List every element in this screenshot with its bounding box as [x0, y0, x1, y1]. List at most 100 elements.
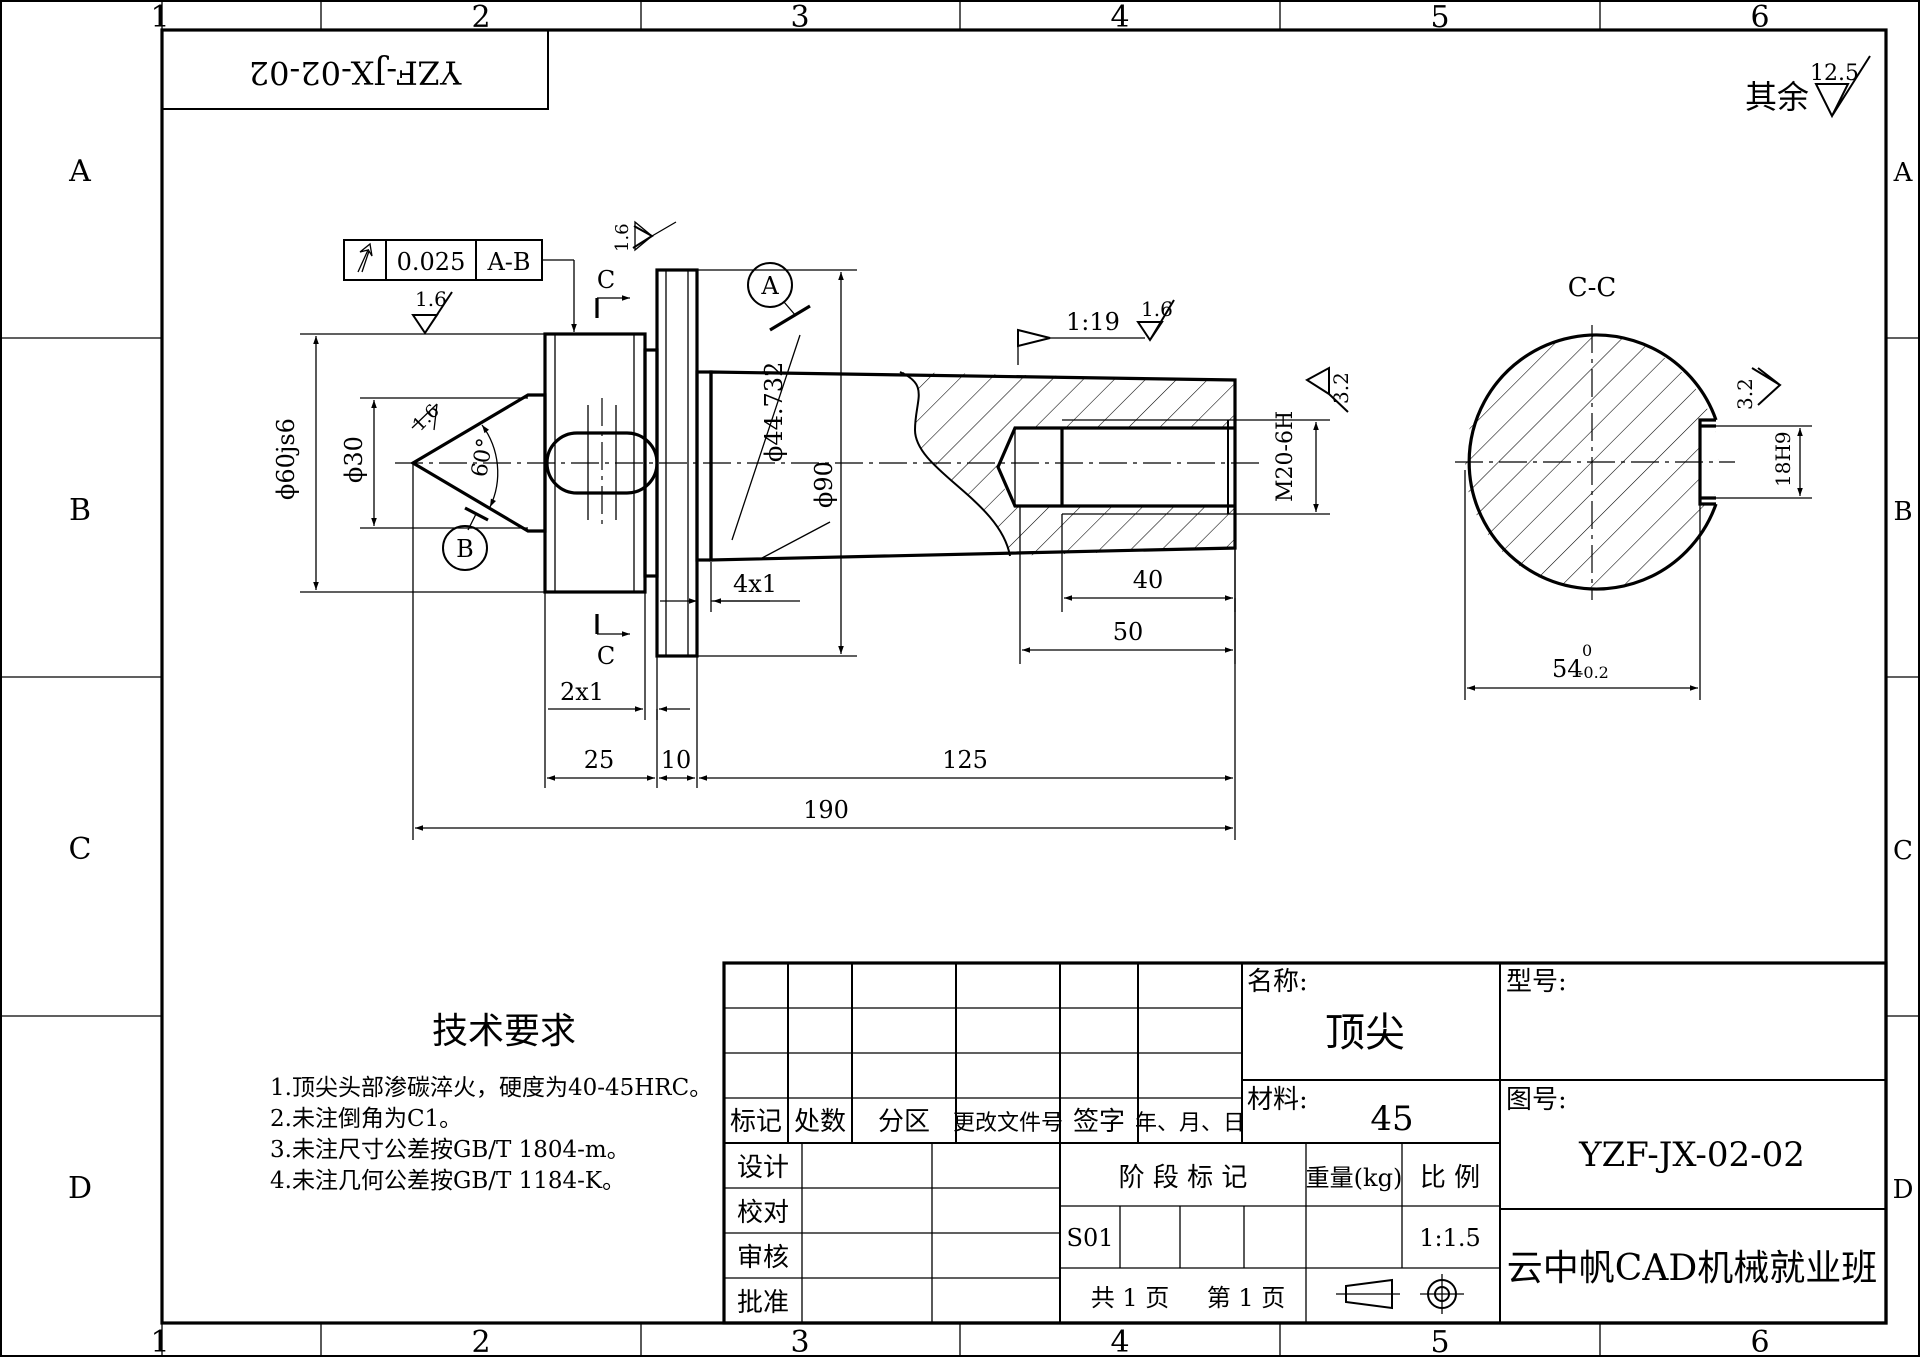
tb-rev-h2: 分区	[878, 1107, 930, 1137]
dim-dia-30: ϕ30	[340, 436, 368, 483]
tb-drawing-no-label: 图号:	[1506, 1085, 1567, 1115]
cut-label-top: C	[597, 266, 615, 294]
tb-rev-h3: 更改文件号	[953, 1111, 1063, 1136]
slot	[545, 431, 659, 495]
roughness-outer: 1.6	[415, 287, 447, 311]
zone-row-c: C	[69, 832, 92, 867]
zone-col-2-bottom: 2	[471, 1325, 490, 1357]
dim-key-18: 18H9	[1771, 431, 1795, 487]
zone-col-1: 1	[150, 0, 169, 35]
zone-row-d-right: D	[1893, 1175, 1914, 1205]
tb-stage-value: S01	[1067, 1224, 1114, 1252]
tb-scale-value: 1:1.5	[1419, 1224, 1481, 1252]
tb-role-1: 校对	[737, 1198, 789, 1228]
zone-row-b: B	[69, 493, 91, 528]
dim-4x1: 4x1	[733, 570, 777, 598]
roughness-cone: 1.6	[409, 400, 444, 435]
tb-sheet-current: 第 1 页	[1207, 1284, 1286, 1312]
part-front-view	[395, 268, 1260, 658]
tb-rev-h0: 标记	[730, 1107, 782, 1137]
roughness-default-value: 12.5	[1810, 61, 1859, 86]
zone-col-5: 5	[1430, 0, 1449, 35]
tol-datum: A-B	[486, 248, 530, 276]
dimensions: ϕ60js6 ϕ30 60° B 1.6 1.6 0.025 A-B 1.6	[272, 220, 1353, 840]
tb-role-2: 审核	[737, 1243, 789, 1273]
dim-len-25: 25	[584, 746, 615, 774]
taper-icon	[1017, 328, 1051, 348]
zone-row-d: D	[68, 1171, 92, 1206]
tb-rev-h4: 签字	[1073, 1107, 1125, 1137]
dim-2x1: 2x1	[560, 678, 604, 706]
tb-role-3: 批准	[737, 1288, 789, 1318]
tech-item-4: 4.未注几何公差按GB/T 1184-K。	[270, 1168, 626, 1194]
dim-len-40: 40	[1133, 566, 1164, 594]
zone-col-2: 2	[471, 0, 490, 35]
tb-drawing-no-value: YZF-JX-02-02	[1578, 1135, 1805, 1175]
cut-label-bottom: C	[597, 642, 615, 670]
zone-col-4-bottom: 4	[1110, 1325, 1129, 1357]
tech-item-1: 1.顶尖头部渗碳淬火，硬度为40-45HRC。	[270, 1075, 713, 1101]
break-line	[899, 371, 1011, 557]
section-title: C-C	[1568, 273, 1617, 303]
roughness-taper: 1.6	[1141, 297, 1173, 321]
zone-col-3: 3	[790, 0, 809, 35]
dim-thread: M20-6H	[1273, 411, 1298, 502]
tb-model-label: 型号:	[1506, 967, 1567, 997]
dim-len-125: 125	[942, 746, 988, 774]
tb-sheet-total: 共 1 页	[1091, 1284, 1170, 1312]
section-view-c-c: C-C 18H9 3.2 54 0 -0.2	[1455, 273, 1812, 700]
dim-width-54: 54	[1552, 655, 1583, 683]
zone-row-b-right: B	[1893, 497, 1912, 527]
tb-role-0: 设计	[737, 1153, 789, 1183]
zone-row-a-right: A	[1893, 158, 1914, 188]
zone-col-1-bottom: 1	[150, 1325, 169, 1357]
tb-stage-label: 阶 段 标 记	[1119, 1163, 1248, 1193]
rotated-code-box: YZF-JX-02-02	[161, 29, 549, 110]
tb-name-value: 顶尖	[1325, 1010, 1405, 1056]
tb-rev-h5: 年、月、日	[1135, 1111, 1245, 1136]
tb-rev-h1: 处数	[794, 1107, 846, 1137]
dim-dia-90: ϕ90	[810, 461, 838, 508]
taper-ratio: 1:19	[1066, 308, 1120, 336]
tb-scale-label: 比 例	[1420, 1163, 1480, 1193]
threaded-bore	[996, 426, 1235, 508]
zone-col-6: 6	[1750, 0, 1769, 35]
title-block: 名称: 顶尖 型号: 材料: 45 图号: YZF-JX-02-02 云中帆CA…	[722, 961, 1888, 1325]
tech-item-2: 2.未注倒角为C1。	[270, 1106, 463, 1132]
tol-value: 0.025	[397, 248, 466, 276]
tb-material-value: 45	[1370, 1099, 1413, 1139]
roughness-keyway: 3.2	[1733, 378, 1757, 410]
tb-material-label: 材料:	[1247, 1085, 1308, 1115]
dim-dia-44: ϕ44.732	[760, 362, 788, 462]
zone-row-c-right: C	[1893, 836, 1913, 866]
dim-len-190: 190	[803, 796, 849, 824]
dim-dia-60: ϕ60js6	[272, 418, 300, 500]
datum-b: B	[456, 535, 474, 563]
zone-col-3-bottom: 3	[790, 1325, 809, 1357]
tech-title: 技术要求	[432, 1011, 577, 1052]
tb-company: 云中帆CAD机械就业班	[1507, 1248, 1877, 1289]
technical-requirements: 技术要求 1.顶尖头部渗碳淬火，硬度为40-45HRC。 2.未注倒角为C1。 …	[270, 1014, 713, 1197]
dim-angle-60: 60°	[467, 436, 498, 479]
zone-col-4: 4	[1110, 0, 1129, 35]
dim-len-10: 10	[661, 746, 692, 774]
zone-col-6-bottom: 6	[1750, 1325, 1769, 1357]
datum-a: A	[760, 272, 779, 300]
runout-arrow-icon	[357, 242, 373, 273]
tb-weight-label: 重量(kg)	[1306, 1164, 1403, 1192]
roughness-flange: 1.6	[612, 223, 633, 252]
rotated-drawing-code: YZF-JX-02-02	[249, 54, 462, 92]
zone-col-5-bottom: 5	[1430, 1325, 1449, 1357]
dim-tol-upper: 0	[1582, 641, 1592, 660]
general-roughness: 其余 12.5	[1745, 55, 1871, 119]
zone-row-a: A	[68, 154, 91, 189]
dim-tol-lower: -0.2	[1578, 663, 1609, 682]
tb-name-label: 名称:	[1247, 967, 1308, 997]
projection-symbol-icon	[1336, 1274, 1464, 1314]
dim-len-50: 50	[1113, 618, 1144, 646]
tech-item-3: 3.未注尺寸公差按GB/T 1804-m。	[270, 1137, 630, 1163]
roughness-default-label: 其余	[1745, 78, 1809, 116]
roughness-thread: 3.2	[1329, 372, 1353, 404]
roughness-icon	[1814, 55, 1871, 119]
